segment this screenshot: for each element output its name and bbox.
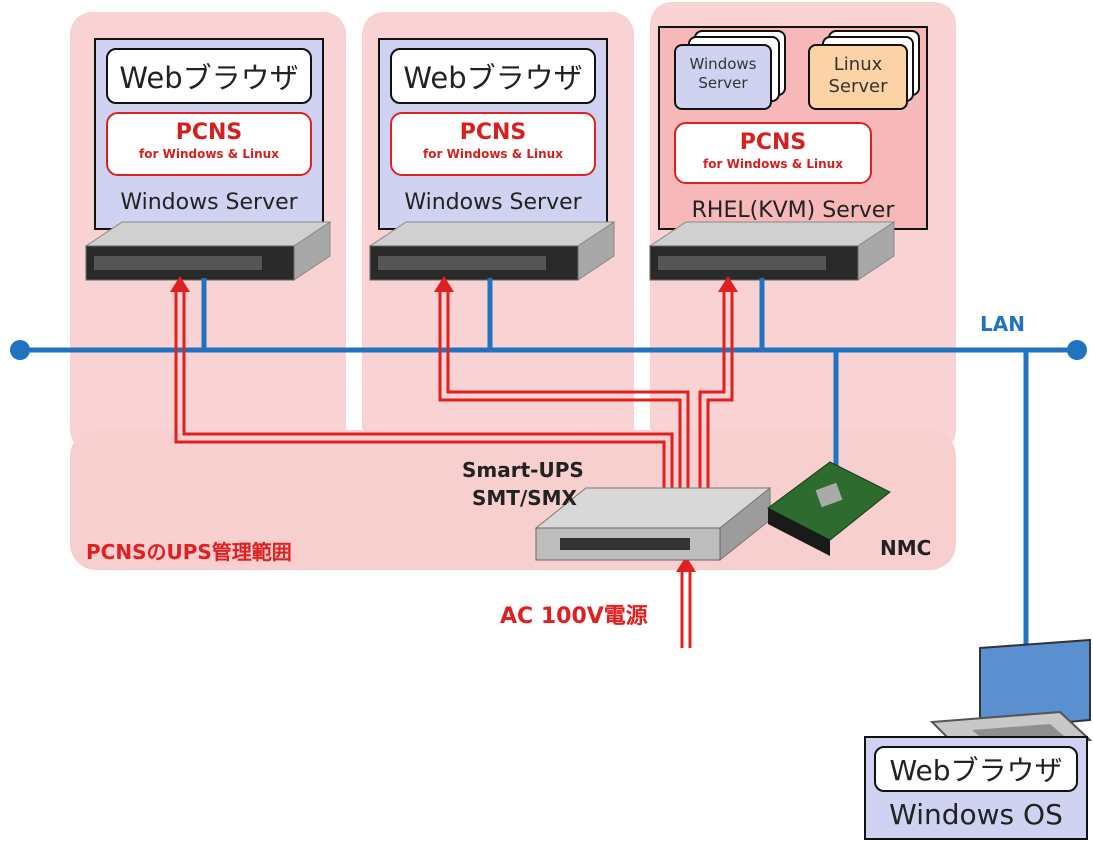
power-arrowheads xyxy=(170,276,738,572)
ups-model-label-1: Smart-UPS xyxy=(462,458,584,482)
server-2-box: Webブラウザ PCNS for Windows & Linux Windows… xyxy=(378,38,608,230)
ups-model-label-2: SMT/SMX xyxy=(472,486,577,510)
pcns-box: PCNS for Windows & Linux xyxy=(106,112,312,176)
client-box: Webブラウザ Windows OS xyxy=(864,736,1088,840)
nmc-card-image xyxy=(767,461,891,556)
client-web-browser-box: Webブラウザ xyxy=(874,746,1078,792)
server-3-box: Windows Server Linux Server PCNS for Win… xyxy=(658,26,928,230)
lan-endpoint-right xyxy=(1067,340,1087,360)
pcns-title: PCNS xyxy=(459,120,527,145)
server-label: Windows Server xyxy=(404,190,582,215)
client-os-label: Windows OS xyxy=(889,798,1063,831)
pcns-box: PCNS for Windows & Linux xyxy=(674,122,872,184)
windows-server-vm: Windows Server xyxy=(674,44,772,110)
web-browser-label: Webブラウザ xyxy=(119,61,299,95)
server-1-box: Webブラウザ PCNS for Windows & Linux Windows… xyxy=(94,38,324,230)
web-browser-box: Webブラウザ xyxy=(390,48,596,104)
rack-server-3-image xyxy=(648,221,896,281)
lan-label: LAN xyxy=(980,312,1025,336)
ups-range-label: PCNSのUPS管理範囲 xyxy=(86,540,292,564)
web-browser-label: Webブラウザ xyxy=(403,61,583,95)
rack-server-1-image xyxy=(84,221,332,281)
pcns-subtitle: for Windows & Linux xyxy=(139,147,279,161)
power-lines xyxy=(174,290,734,648)
vm-linux-line2: Server xyxy=(828,76,888,97)
pcns-subtitle: for Windows & Linux xyxy=(423,147,563,161)
linux-server-vm: Linux Server xyxy=(808,44,908,110)
rack-server-2-image xyxy=(368,221,616,281)
lan-endpoint-left xyxy=(10,340,30,360)
ac-power-label: AC 100V電源 xyxy=(500,604,648,629)
pcns-box: PCNS for Windows & Linux xyxy=(390,112,596,176)
web-browser-box: Webブラウザ xyxy=(106,48,312,104)
vm-windows-line2: Server xyxy=(698,74,748,92)
pcns-title: PCNS xyxy=(739,130,807,155)
client-web-browser-label: Webブラウザ xyxy=(889,754,1063,787)
server-label: RHEL(KVM) Server xyxy=(691,198,895,223)
lan-network xyxy=(20,278,1077,660)
pcns-subtitle: for Windows & Linux xyxy=(703,157,843,171)
pcns-title: PCNS xyxy=(175,120,243,145)
vm-windows-line1: Windows xyxy=(689,55,757,73)
server-label: Windows Server xyxy=(120,190,298,215)
nmc-label: NMC xyxy=(880,536,932,560)
vm-linux-line1: Linux xyxy=(833,54,883,75)
